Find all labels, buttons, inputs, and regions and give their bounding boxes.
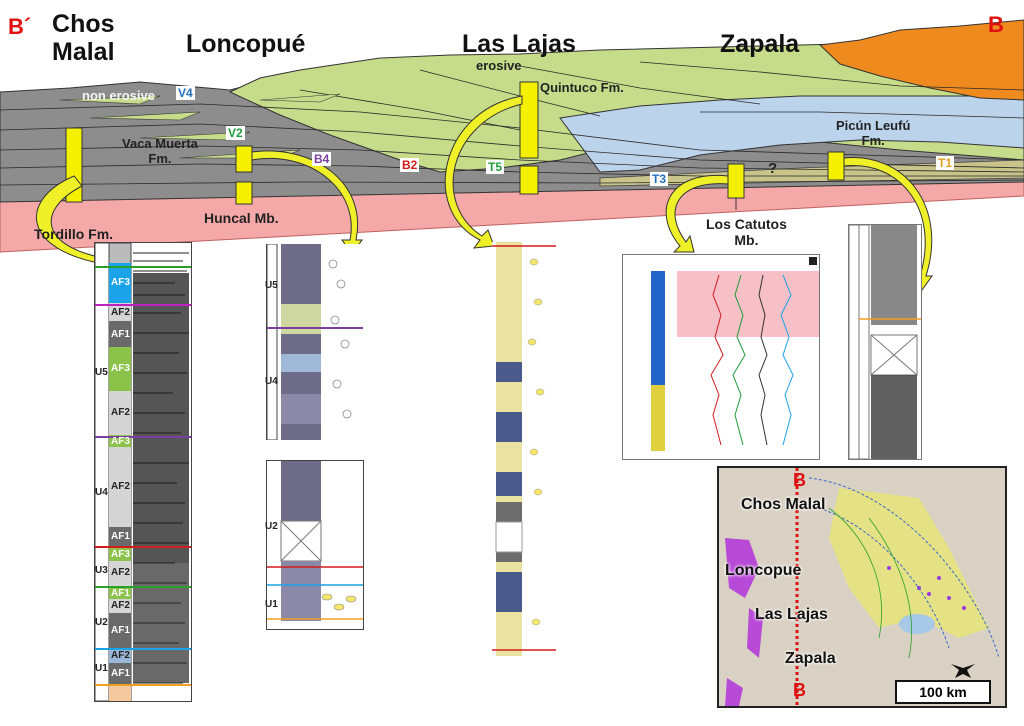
facies-af1-2: AF1: [111, 531, 130, 542]
log-chos-malal: U5 U4 U3 U2 U1 AF3 AF2 AF1 AF3 AF2 AF3 A…: [94, 242, 192, 702]
surface-erosive: erosive: [476, 58, 522, 73]
facies-af1-3: AF1: [111, 588, 130, 599]
facies-af1-1: AF1: [111, 329, 130, 340]
well-label-t1: T1: [936, 156, 955, 170]
map-end-top: B: [793, 470, 806, 490]
facies-af2-5: AF2: [111, 600, 130, 611]
town-zapala: Zapala: [720, 30, 800, 58]
log-los-catutos-graphic: [651, 257, 819, 451]
loncopue-unit-u1: U1: [265, 599, 278, 610]
map-town-zapala: Zapala: [785, 650, 836, 667]
facies-af2-4: AF2: [111, 567, 130, 578]
well-label-b4: B4: [312, 152, 332, 166]
picun-leufu-layer: [559, 95, 1024, 173]
log-chos-malal-graphic: [94, 242, 191, 702]
formation-picun-leufu: Picún Leufú Fm.: [836, 118, 911, 148]
well-label-t5: T5: [486, 160, 505, 174]
formation-vaca-muerta: Vaca Muerta Fm.: [122, 136, 198, 166]
well-label-b2: B2: [400, 158, 420, 172]
map-graphic: [725, 468, 1000, 706]
facies-af1-5: AF1: [111, 668, 130, 679]
unit-u1: U1: [95, 663, 108, 674]
member-huncal: Huncal Mb.: [204, 210, 279, 226]
log-las-lajas-graphic: [492, 242, 556, 656]
log-t1-graphic: [848, 224, 921, 460]
facies-af2-1: AF2: [111, 307, 130, 318]
section-end-left: B´: [8, 14, 32, 39]
upper-layer: [818, 19, 1024, 101]
facies-af2-3: AF2: [111, 481, 130, 492]
location-map: B B Chos Malal Loncopue Las Lajas Zapala…: [717, 466, 1007, 708]
member-los-catutos: Los Catutos Mb.: [706, 216, 787, 248]
loncopue-unit-u5: U5: [265, 280, 278, 291]
query-mark: ?: [768, 160, 778, 177]
map-town-las-lajas: Las Lajas: [755, 606, 828, 623]
unit-u3: U3: [95, 565, 108, 576]
facies-af3-2: AF3: [111, 363, 130, 374]
well-label-v2: V2: [226, 126, 245, 140]
loncopue-unit-u4: U4: [265, 376, 278, 387]
unit-u4: U4: [95, 487, 108, 498]
facies-af3-3: AF3: [111, 436, 130, 447]
well-markers: [65, 81, 845, 205]
stratal-lines: [0, 61, 1024, 186]
log-las-lajas: [492, 242, 556, 656]
log-loncopue-lower: U2 U1: [265, 460, 364, 630]
log-loncopue-upper-graphic: [266, 243, 363, 441]
facies-af3-1: AF3: [111, 277, 130, 288]
facies-af2-6: AF2: [111, 650, 130, 661]
log-loncopue-lower-graphic: [267, 461, 363, 621]
well-label-t3: T3: [650, 172, 669, 186]
unit-u5: U5: [95, 367, 108, 378]
facies-af2-2: AF2: [111, 407, 130, 418]
town-chos-malal: Chos Malal: [52, 10, 115, 66]
surface-non-erosive: non erosive: [82, 88, 155, 103]
loncopue-unit-u2: U2: [265, 521, 278, 532]
map-town-loncopue: Loncopue: [725, 562, 802, 579]
facies-af3-4: AF3: [111, 549, 130, 560]
log-loncopue: U5 U4: [265, 243, 363, 441]
facies-af1-4: AF1: [111, 625, 130, 636]
town-loncopue: Loncopué: [186, 30, 306, 58]
log-t1: [848, 224, 922, 460]
log-los-catutos: [622, 254, 820, 460]
town-las-lajas: Las Lajas: [462, 30, 576, 58]
section-end-right: B: [988, 12, 1004, 37]
unit-u2: U2: [95, 617, 108, 628]
map-town-chos-malal: Chos Malal: [741, 496, 826, 513]
well-label-v4: V4: [176, 86, 195, 100]
map-scale-bar: 100 km: [895, 680, 991, 704]
map-end-bottom: B: [793, 680, 806, 700]
formation-tordillo: Tordillo Fm.: [34, 226, 114, 242]
formation-quintuco: Quintuco Fm.: [540, 80, 624, 95]
